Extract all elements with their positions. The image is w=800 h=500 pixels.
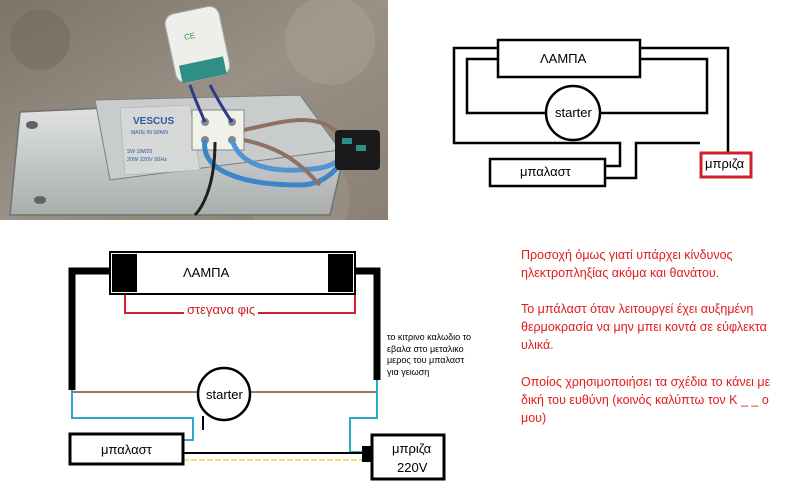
bottom-wire-left-black bbox=[68, 267, 110, 390]
lamp-end-cap-left bbox=[112, 254, 137, 292]
warning-paragraph-2: Το μπάλαστ όταν λειτουργεί έχει αυξημένη… bbox=[521, 302, 767, 352]
top-plug-box bbox=[699, 151, 753, 179]
ballast-brand-text: VESCUS bbox=[133, 116, 174, 127]
bottom-starter-circle bbox=[196, 366, 252, 422]
ballast-rating-text: 20W 220V 50Hz bbox=[127, 157, 167, 163]
warning-note-danger: Προσοχή όμως γιατί υπάρχει κίνδυνος ηλεκ… bbox=[521, 246, 791, 282]
warning-paragraph-3: Οποίος χρησιμοποιήσει τα σχέδια το κάνει… bbox=[521, 375, 771, 425]
top-ballast-box bbox=[488, 157, 607, 188]
bottom-starter-label: starter bbox=[206, 387, 243, 402]
bottom-plug-box bbox=[370, 433, 446, 481]
top-starter-circle bbox=[544, 84, 602, 142]
top-wire-plug-feed bbox=[605, 141, 700, 180]
bottom-wiring-diagram bbox=[68, 251, 446, 481]
bottom-ballast-label: μπαλαστ bbox=[101, 442, 152, 457]
lamp-end-cap-right bbox=[328, 254, 353, 292]
capacitor-mark: CE bbox=[183, 31, 196, 42]
top-ballast-label: μπαλαστ bbox=[520, 164, 571, 179]
bottom-lamp-label: ΛΑΜΠΑ bbox=[183, 265, 230, 280]
top-wire-left-starter bbox=[465, 57, 546, 115]
cyan-wire-left bbox=[71, 390, 194, 441]
bottom-plug-label: μπριζα bbox=[392, 441, 432, 456]
bottom-lamp-box bbox=[109, 251, 356, 295]
ballast-photo: VESCUS MADE IN SPAIN SW 18W20 20W 220V 5… bbox=[0, 0, 388, 220]
top-plug-label: μπριζα bbox=[705, 156, 745, 171]
top-starter-label: starter bbox=[555, 105, 592, 120]
plug-prong bbox=[362, 446, 372, 462]
warning-note-responsibility: Οποίος χρησιμοποιήσει τα σχέδια το κάνει… bbox=[521, 373, 791, 427]
ballast-model-text: SW 18W20 bbox=[127, 149, 153, 155]
bottom-plug-voltage: 220V bbox=[397, 460, 428, 475]
top-lamp-label: ΛΑΜΠΑ bbox=[540, 51, 587, 66]
top-wire-right-starter bbox=[600, 57, 709, 115]
bottom-ballast-box bbox=[68, 432, 185, 466]
top-wire-outer-right bbox=[640, 46, 730, 153]
top-wiring-diagram bbox=[452, 38, 730, 188]
ground-wire-note: το κιτρινο καλωδιο το εβαλα στο μεταλικο… bbox=[387, 332, 472, 377]
ballast-origin-text: MADE IN SPAIN bbox=[131, 130, 168, 136]
sealed-plugs-label: στεγανα φις bbox=[184, 303, 259, 316]
warning-note-heat: Το μπάλαστ όταν λειτουργεί έχει αυξημένη… bbox=[521, 300, 791, 354]
top-wire-outer-left bbox=[452, 46, 622, 168]
warning-paragraph-1: Προσοχή όμως γιατί υπάρχει κίνδυνος ηλεκ… bbox=[521, 248, 733, 280]
